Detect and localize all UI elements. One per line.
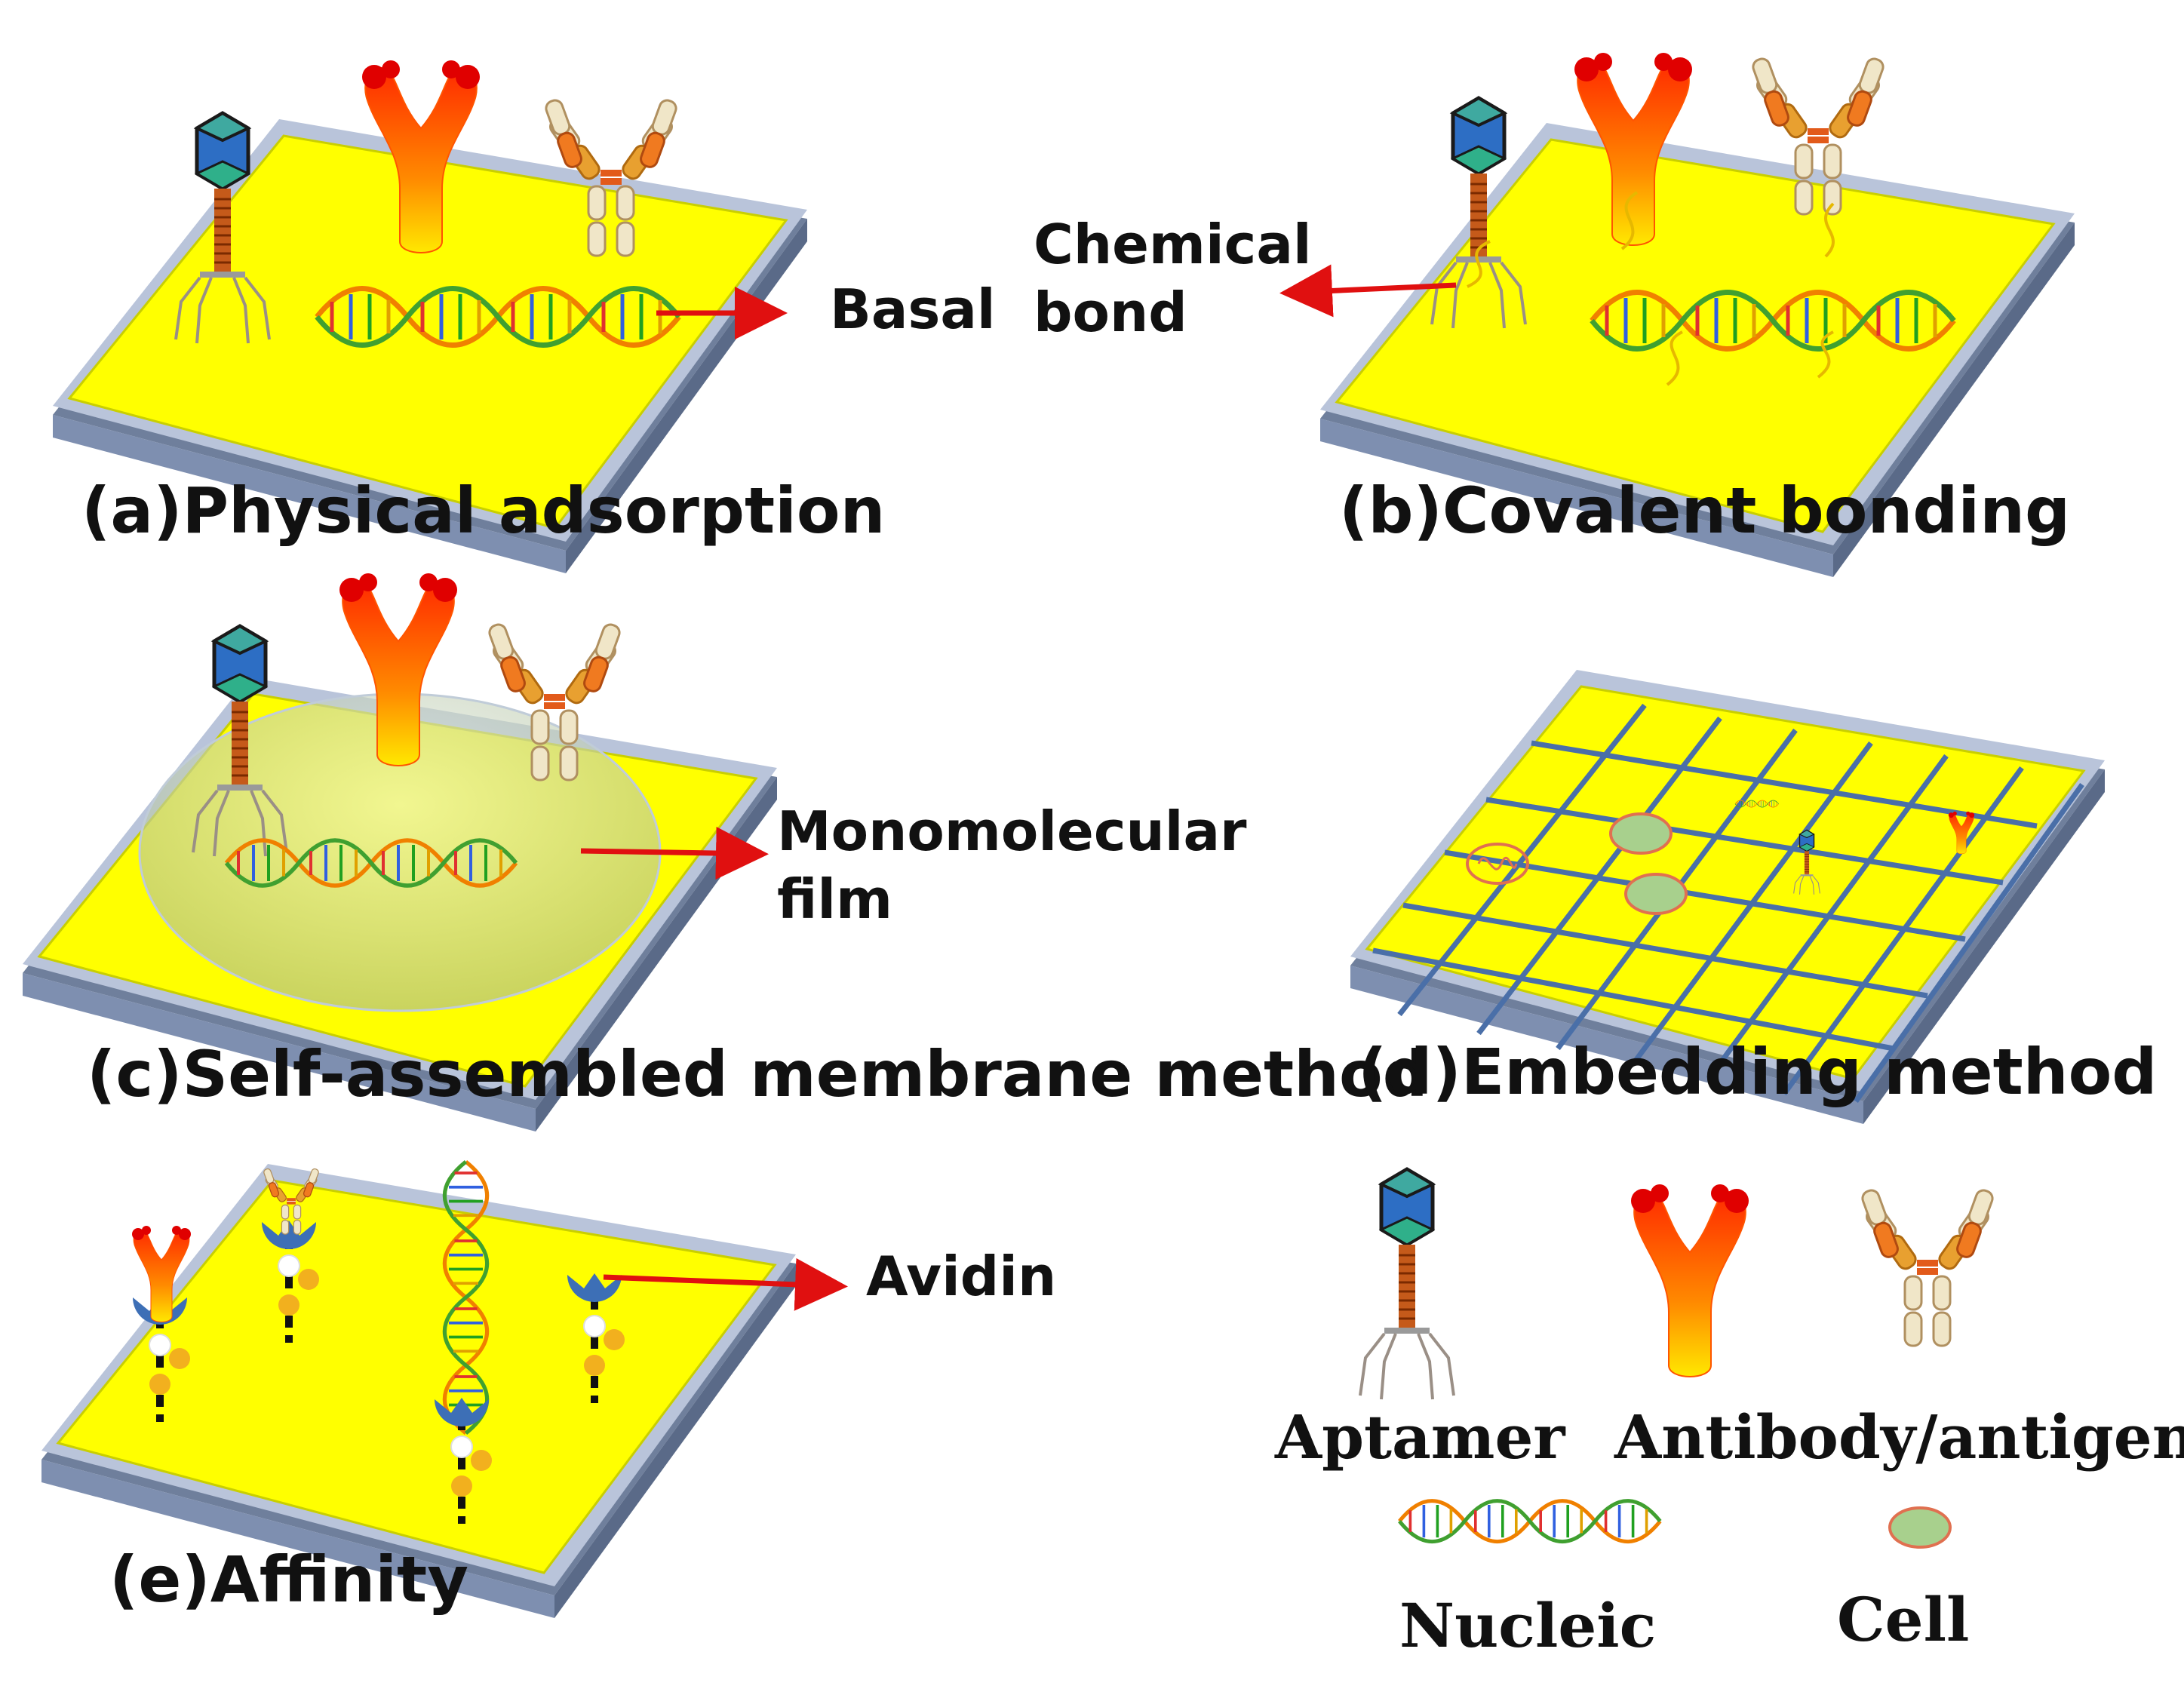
caption-d: (d)Embedding method [1358, 1035, 2158, 1109]
cell-icon [1609, 812, 1673, 855]
avidin-label: Avidin [866, 1245, 1057, 1308]
monomolecular-film-arrow [580, 827, 769, 880]
chemical-bond-arrow [1279, 264, 1457, 318]
panel-d [1349, 668, 2106, 1125]
monomolecular-film-label-line2: film [777, 867, 893, 931]
legend-cell-icon [1888, 1506, 1952, 1549]
chemical-linkers [1467, 191, 1835, 386]
legend-antibody-label: Antibody/antigen [1614, 1402, 2184, 1472]
avidin-arrow [603, 1257, 848, 1311]
caption-a: (a)Physical adsorption [81, 474, 886, 548]
legend-cell-label: Cell [1837, 1584, 1970, 1655]
embedding-grid [1372, 703, 2084, 1104]
panel-a [51, 60, 809, 575]
caption-b: (b)Covalent bonding [1339, 474, 2071, 548]
panel-e [40, 1162, 848, 1620]
caption-c: (c)Self-assembled membrane method [87, 1037, 1428, 1111]
monomolecular-film-label-line1: Monomolecular [777, 800, 1247, 863]
legend-aptamer-icon [1360, 1169, 1454, 1399]
chemical-bond-label-line2: bond [1034, 281, 1187, 344]
caption-e: (e)Affinity [109, 1543, 468, 1617]
legend-antigen-icon [1859, 1187, 1996, 1347]
panel-c [21, 573, 779, 1133]
cell-icon [1624, 873, 1688, 915]
nucleic-acid-icon [1477, 856, 1518, 871]
legend-nucleic-label: Nucleic [1399, 1590, 1657, 1661]
panel-b [1279, 52, 2076, 579]
chemical-bond-label-line1: Chemical [1034, 213, 1312, 276]
cell-icon [1466, 843, 1529, 885]
legend-aptamer-label: Aptamer [1275, 1402, 1565, 1472]
basal-label: Basal [830, 278, 996, 341]
legend [1360, 1169, 1996, 1549]
legend-antibody-icon [1630, 1184, 1749, 1377]
legend-nucleic-icon [1399, 1501, 1660, 1542]
